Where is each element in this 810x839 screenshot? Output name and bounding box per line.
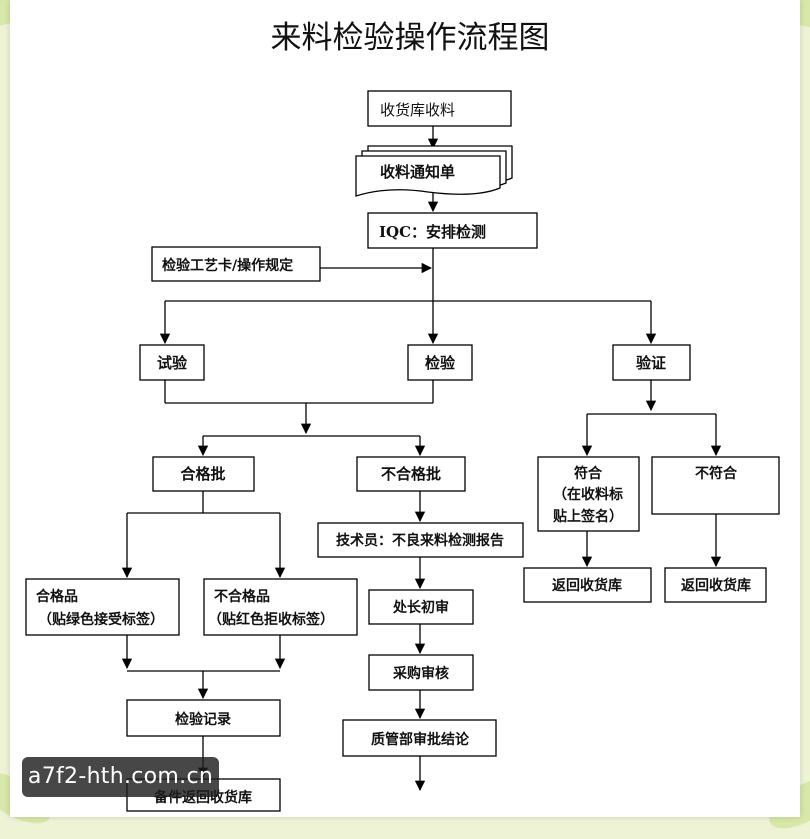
node-tech-report-label: 技术员：不良来料检测报告 xyxy=(336,532,504,549)
node-return-a: 返回收货库 xyxy=(523,567,652,603)
chart-title: 来料检验操作流程图 xyxy=(271,20,550,56)
node-inspect: 检验 xyxy=(407,344,473,381)
node-inspect-label: 检验 xyxy=(425,354,456,372)
node-trial-label: 试验 xyxy=(157,354,188,372)
node-verify-label: 验证 xyxy=(636,354,666,372)
watermark-badge: a7f2-hth.com.cn xyxy=(22,757,219,797)
node-record-label: 检验记录 xyxy=(175,711,231,728)
node-qm-approve-label: 质管部审批结论 xyxy=(371,731,470,748)
node-good-line-1: 合格品 xyxy=(36,588,78,605)
node-bad-product: 不合格品 （贴红色拒收标签） xyxy=(203,578,358,636)
node-pass-lot-label: 合格批 xyxy=(179,465,225,483)
node-inspection-card: 检验工艺卡/操作规定 xyxy=(151,246,321,282)
node-iqc-label: IQC：安排检测 xyxy=(379,223,486,241)
node-pass-lot: 合格批 xyxy=(152,456,255,492)
node-notice-label: 收料通知单 xyxy=(380,163,455,181)
node-fail-lot-label: 不合格批 xyxy=(381,465,441,483)
node-conform-line-3: 贴上签名） xyxy=(553,508,623,525)
node-conform: 符合 （在收料标 贴上签名） xyxy=(537,456,640,532)
node-return-b: 返回收货库 xyxy=(664,567,767,603)
node-trial: 试验 xyxy=(139,344,205,381)
node-qm-approve: 质管部审批结论 xyxy=(342,719,497,757)
node-conform-line-1: 符合 xyxy=(573,465,603,482)
node-record: 检验记录 xyxy=(126,699,281,737)
node-receive: 收货库收料 xyxy=(367,90,512,127)
node-good-product: 合格品 （贴绿色接受标签） xyxy=(25,578,180,636)
node-chief-review-label: 处长初审 xyxy=(392,599,449,616)
node-good-line-2: （贴绿色接受标签） xyxy=(38,611,164,628)
node-conform-line-2: （在收料标 xyxy=(553,486,623,503)
node-return-a-label: 返回收货库 xyxy=(552,577,622,594)
node-nonconform: 不符合 xyxy=(651,456,780,515)
node-tech-report: 技术员：不良来料检测报告 xyxy=(317,522,524,558)
node-receive-label: 收货库收料 xyxy=(380,101,455,119)
node-fail-lot: 不合格批 xyxy=(356,456,466,492)
node-iqc: IQC：安排检测 xyxy=(367,212,538,249)
flowchart: 来料检验操作流程图 xyxy=(25,20,780,812)
node-bad-line-1: 不合格品 xyxy=(214,588,270,605)
node-purchase-review: 采购审核 xyxy=(368,654,474,691)
node-purchase-review-label: 采购审核 xyxy=(392,665,449,682)
node-chief-review: 处长初审 xyxy=(368,589,474,625)
node-verify: 验证 xyxy=(612,344,691,381)
node-return-b-label: 返回收货库 xyxy=(681,577,751,594)
node-inspection-card-label: 检验工艺卡/操作规定 xyxy=(162,257,293,274)
node-nonconform-label: 不符合 xyxy=(695,465,738,482)
node-bad-line-2: （贴红色拒收标签） xyxy=(208,611,334,628)
node-notice-document: 收料通知单 xyxy=(355,145,513,197)
